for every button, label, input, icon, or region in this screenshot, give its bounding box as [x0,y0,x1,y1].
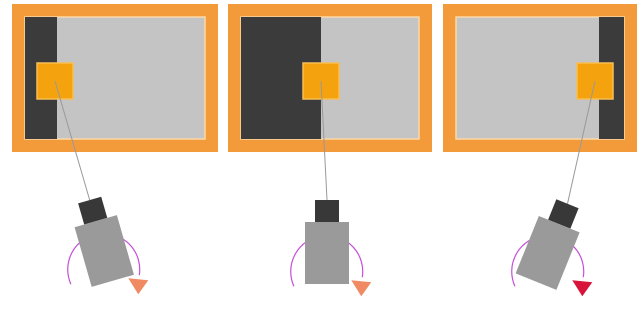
panel-right [443,4,637,152]
camera-unit [515,199,580,290]
camera-body [515,215,580,290]
camera-left [67,196,149,295]
camera-head [315,200,339,222]
beams-layer [54,80,596,204]
camera-body [74,215,134,287]
panels-layer [12,4,637,152]
cameras-layer [67,196,593,297]
camera-center [290,200,372,297]
aim-beam-line [54,80,91,201]
camera-head [548,199,579,229]
camera-unit [305,200,349,284]
camera-right [511,199,593,297]
rotation-arrow-icon [572,280,593,297]
aim-beam-line [320,80,328,201]
camera-head [78,196,108,225]
panel-center [228,4,432,152]
rotation-arrow-icon [351,280,372,297]
camera-unit [74,196,134,287]
camera-body [305,222,349,284]
aim-beam-line [566,80,596,204]
rotation-arrow-icon [128,278,149,295]
panel-left [12,4,218,152]
target-marker [576,62,614,100]
